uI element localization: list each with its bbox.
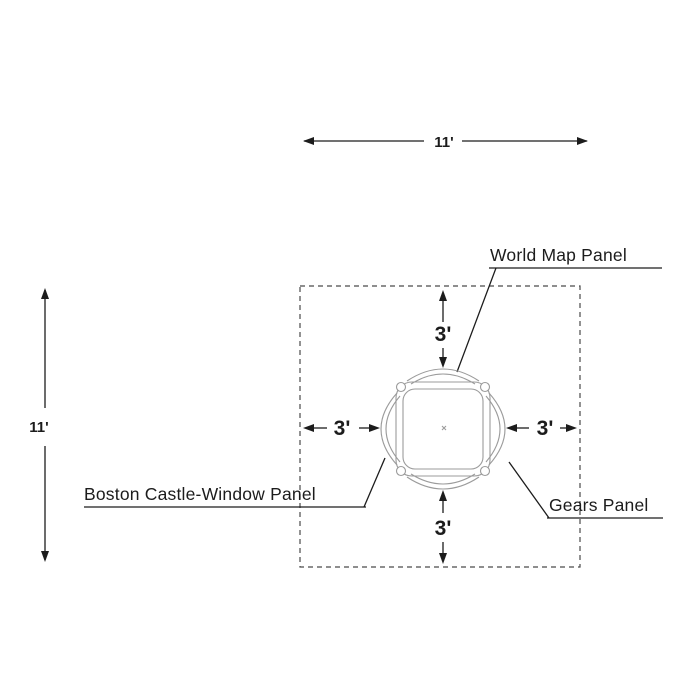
- panel-top-inner-arc: [410, 373, 476, 385]
- arrow-depth-up: [41, 288, 49, 299]
- corner-post-bottom-right: [479, 465, 491, 477]
- arrow-clearance-top-down: [439, 357, 447, 368]
- panel-left-inner-arc: [385, 395, 401, 463]
- arrow-clearance-top-up: [439, 290, 447, 301]
- overall-width-label: 11': [434, 134, 453, 151]
- clearance-boundary: [299, 285, 581, 568]
- panel-left-outer-arc: [380, 392, 398, 466]
- center-mark: [441, 425, 447, 431]
- corner-post-bottom-left: [395, 465, 407, 477]
- arrow-width-left: [303, 137, 314, 145]
- panel-bottom-outer-arc: [406, 476, 480, 490]
- structure-frame-inner: [402, 388, 484, 470]
- clearance-left-label: 3': [334, 417, 351, 440]
- arrow-clearance-left-in: [369, 424, 380, 432]
- arrow-clearance-bottom-down: [439, 553, 447, 564]
- arrow-clearance-right-in: [506, 424, 517, 432]
- arrow-clearance-right-out: [566, 424, 577, 432]
- boston-castle-window-panel-label: Boston Castle-Window Panel: [84, 484, 316, 504]
- panel-right-inner-arc: [485, 395, 501, 463]
- panel-right-outer-arc: [488, 392, 506, 466]
- corner-post-top-left: [395, 381, 407, 393]
- arrowheads: [41, 137, 588, 564]
- overall-depth-label: 11': [29, 419, 48, 436]
- panel-bottom-inner-arc: [410, 473, 476, 485]
- leader-boston: [363, 457, 386, 508]
- diagram-labels: 11' 11' 3' 3' 3' 3' World Map Panel Bost…: [29, 134, 648, 540]
- arrow-depth-down: [41, 551, 49, 562]
- corner-post-top-right: [479, 381, 491, 393]
- dimension-lines: [44, 140, 663, 560]
- clearance-bottom-label: 3': [435, 517, 452, 540]
- leader-gears: [508, 461, 550, 519]
- arrow-clearance-left-out: [303, 424, 314, 432]
- play-structure-top-view: [380, 368, 506, 490]
- clearance-top-label: 3': [435, 323, 452, 346]
- gears-panel-label: Gears Panel: [549, 495, 648, 515]
- arrow-width-right: [577, 137, 588, 145]
- panel-top-outer-arc: [406, 368, 480, 382]
- leader-world-map: [456, 267, 497, 373]
- arrow-clearance-bottom-up: [439, 490, 447, 501]
- clearance-right-label: 3': [537, 417, 554, 440]
- world-map-panel-label: World Map Panel: [490, 245, 627, 265]
